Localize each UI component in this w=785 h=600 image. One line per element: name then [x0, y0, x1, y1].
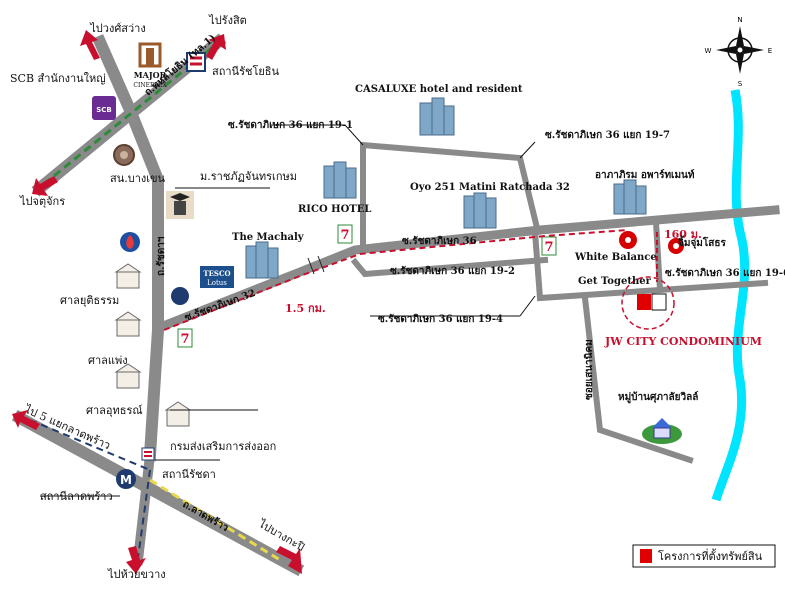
scb-icon — [92, 96, 116, 120]
svg-text:7: 7 — [180, 332, 189, 347]
condo-circle — [621, 276, 675, 330]
village-icon — [642, 418, 682, 444]
label-jamjui: จิ้มจุ่มโสธร — [678, 235, 727, 249]
compass-e: E — [768, 47, 772, 55]
court-icon-1 — [114, 263, 142, 289]
cinema-icon — [138, 42, 162, 68]
label-soi-19-1: ซ.รัชดาภิเษก 36 แยก 19-1 — [228, 119, 353, 131]
label-rico: RICO HOTEL — [298, 204, 371, 215]
route-line — [163, 229, 629, 331]
police-icon — [113, 144, 135, 166]
label-soi-19-6: ซ.รัชดาภิเษก 36 แยก 19-6 — [665, 267, 785, 279]
label-casaluxe: CASALUXE hotel and resident — [355, 84, 523, 95]
court-icon-4 — [164, 401, 192, 427]
hotel-icon-machaly — [245, 241, 279, 279]
bts-line — [43, 44, 215, 186]
label-1-5km: 1.5 กม. — [285, 302, 326, 315]
svg-text:7: 7 — [544, 240, 553, 255]
label-village: หมู่บ้านศุภาลัยวิลล์ — [618, 391, 698, 404]
compass-w: W — [705, 47, 712, 55]
label-court3: ศาลอุทธรณ์ — [86, 404, 143, 417]
label-soi-19-2: ซ.รัชดาภิเษก 36 แยก 19-2 — [390, 265, 515, 277]
label-to-jatujak: ไปจตุจักร — [19, 195, 65, 208]
label-to-wongsawang: ไปวงศ์สว่าง — [89, 22, 145, 35]
road-break — [307, 255, 325, 275]
condo-marker-icon — [637, 294, 651, 310]
hotel-icon-casaluxe — [419, 97, 455, 136]
leader-lines — [40, 124, 536, 497]
compass-icon — [716, 26, 764, 74]
label-soi-32: ซ.รัชดาภิเษก 32 — [183, 287, 257, 324]
label-soi-19-4: ซ.รัชดาภิเษก 36 แยก 19-4 — [378, 313, 503, 325]
legend-box — [632, 544, 776, 568]
canal — [711, 89, 750, 502]
label-rajabhat: ม.ราชภัฏจันทรเกษม — [200, 170, 297, 183]
seven-eleven-icon-3: 7 — [177, 328, 193, 348]
label-apartment: อาภาภิรม อพาร์ทเมนท์ — [595, 169, 695, 181]
label-get-together: Get Together — [578, 276, 652, 287]
label-soi-19-7: ซ.รัชดาภิเษก 36 แยก 19-7 — [545, 129, 670, 141]
tesco-icon — [200, 266, 234, 288]
tesco-sub: Lotus — [207, 279, 227, 287]
condo-marker-white — [651, 293, 667, 311]
bts-icon — [186, 52, 206, 72]
label-court2: ศาลแพ่ง — [88, 354, 128, 367]
mrt-line-b — [137, 469, 151, 559]
label-road-ladprao: ถ.ลาดพร้าว — [181, 498, 231, 534]
label-mrt-ratchada: สถานีรัชดา — [162, 468, 216, 481]
label-major-sub: CINEPLEX — [133, 82, 167, 89]
label-export: กรมส่งเสริมการส่งออก — [170, 440, 276, 453]
label-bts-ratchayothin: สถานีรัชโยธิน — [212, 64, 280, 78]
compass-s: S — [738, 80, 743, 88]
label-road-side: ซอยเสนานิคม — [583, 339, 595, 400]
mrt-icon — [116, 469, 136, 489]
label-bangkhen: สน.บางเขน — [110, 172, 166, 185]
legend-marker-icon — [640, 549, 652, 563]
label-project: JW CITY CONDOMINIUM — [604, 335, 762, 348]
label-scb-logo: SCB — [96, 106, 112, 114]
label-machaly: The Machaly — [232, 232, 305, 243]
tesco-label: TESCO — [203, 269, 230, 278]
seven-eleven-icon-1: 7 — [337, 224, 353, 244]
label-scb: SCB สำนักงานใหญ่ — [10, 72, 106, 85]
bts-icon-ratchada — [141, 447, 155, 461]
label-oyo: Oyo 251 Matini Ratchada 32 — [410, 182, 570, 193]
direction-arrows — [12, 30, 302, 574]
label-mrt-ladprao: สถานีลาดพร้าว — [40, 490, 113, 503]
legend-label: โครงการที่ตั้งทรัพย์สิน — [658, 548, 763, 563]
court-icon-3 — [114, 363, 142, 389]
label-major: MAJOR — [134, 70, 167, 80]
ptt-icon — [120, 232, 140, 252]
pin-icon-jamjui — [668, 238, 684, 254]
svg-text:7: 7 — [340, 228, 349, 243]
hotel-icon-apartment — [613, 179, 647, 215]
graduation-icon — [166, 191, 194, 219]
label-soi-36: ซ.รัชดาภิเษก 36 — [402, 235, 477, 247]
hotel-icon-oyo — [463, 192, 497, 229]
label-160m: 160 ม. — [664, 228, 702, 241]
seven-eleven-icon-2: 7 — [541, 236, 557, 256]
hotel-icon-rico — [323, 161, 357, 199]
lotus-icon — [171, 287, 189, 305]
label-road-ratchada: ถ.รัชดาฯ — [155, 236, 167, 276]
mrt-line-a — [29, 419, 151, 471]
label-to-huaikwang: ไปห้วยขวาง — [107, 568, 166, 581]
label-court1: ศาลยุติธรรม — [60, 294, 119, 307]
mrt-logo: M — [120, 473, 132, 487]
compass-n: N — [737, 16, 742, 24]
label-to-rangsit: ไปรังสิต — [208, 14, 247, 27]
pin-icon-whitebalance — [619, 231, 637, 249]
label-white-balance: White Balance — [574, 252, 657, 263]
court-icon-2 — [114, 311, 142, 337]
